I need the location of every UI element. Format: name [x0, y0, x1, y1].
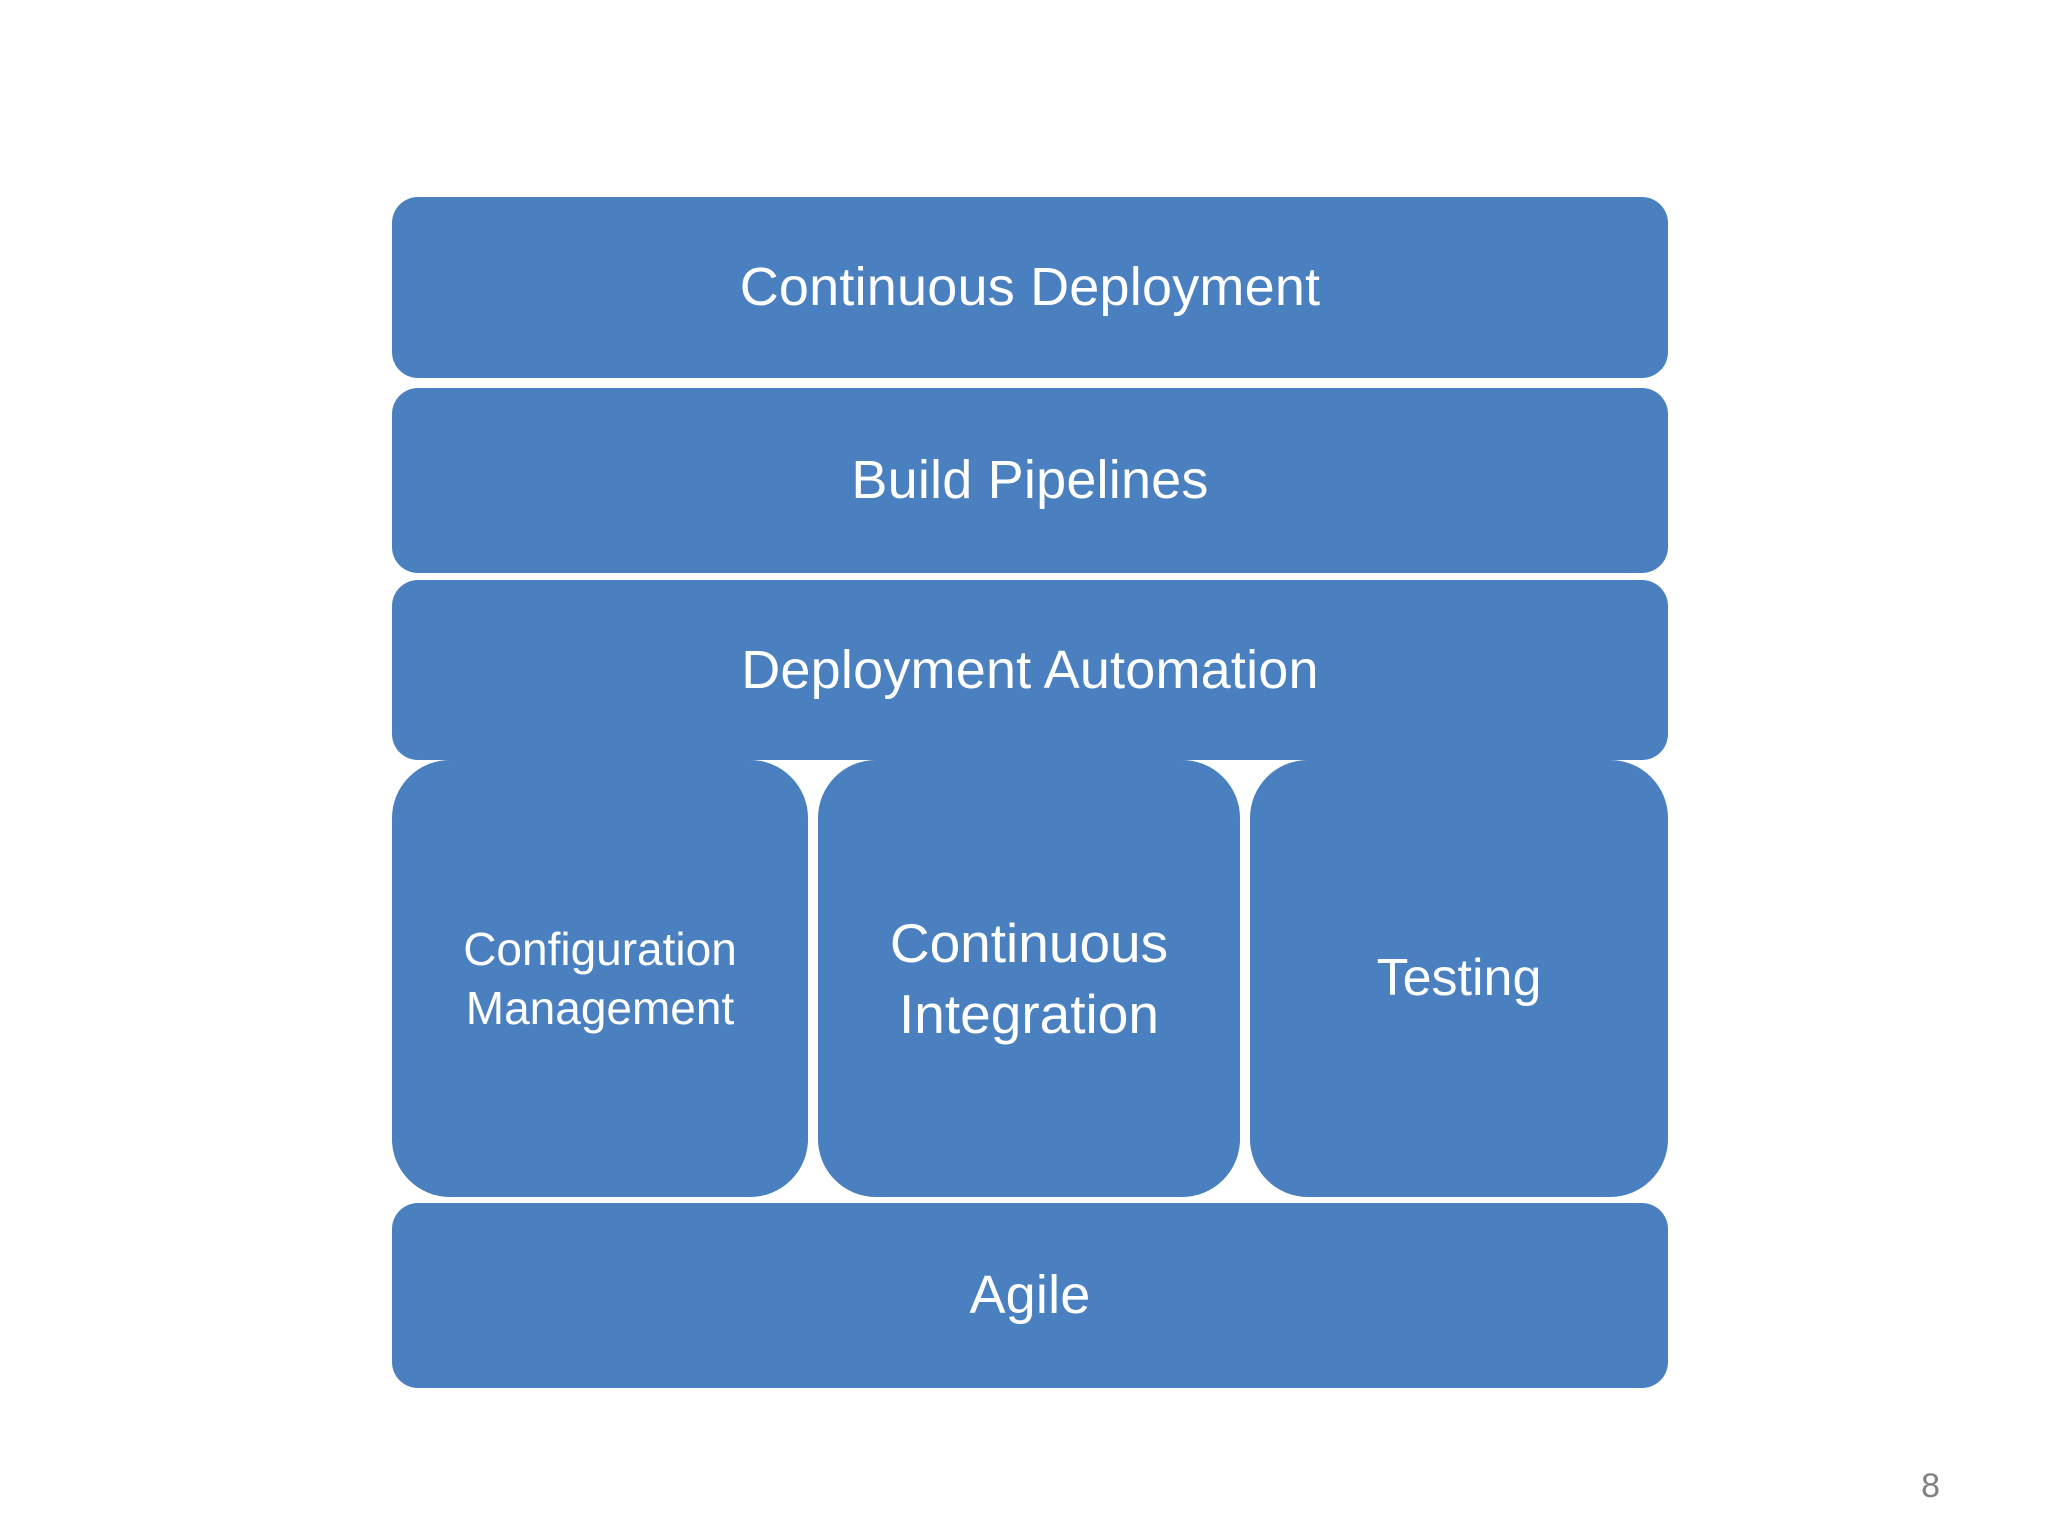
stack-band-label: Agile [969, 1265, 1091, 1326]
stack-band-build-pipelines[interactable]: Build Pipelines [392, 388, 1668, 573]
stack-pillar-label-line1: Testing [1376, 949, 1542, 1008]
page-number: 8 [1921, 1467, 1940, 1505]
stack-band-label: Continuous Deployment [739, 257, 1321, 318]
stack-band-agile[interactable]: Agile [392, 1203, 1668, 1388]
stack-pillar-label: Testing [1377, 945, 1542, 1012]
stack-pillar-continuous-integration[interactable]: Continuous Integration [818, 760, 1240, 1197]
stack-band-label: Build Pipelines [851, 450, 1209, 511]
stack-pillar-label-line1: Continuous [889, 912, 1169, 975]
stack-band-label: Deployment Automation [741, 639, 1319, 700]
stack-pillar-label: Continuous Integration [890, 908, 1168, 1049]
stack-pillar-label-line2: Management [465, 981, 735, 1034]
stack-pillar-row: Configuration Management Continuous Inte… [392, 760, 1668, 1197]
stack-pillar-label-line1: Configuration [463, 922, 737, 975]
stack-pillar-label: Configuration Management [463, 920, 737, 1038]
stack-pillar-configuration-management[interactable]: Configuration Management [392, 760, 808, 1197]
stack-band-continuous-deployment[interactable]: Continuous Deployment [392, 197, 1668, 378]
devops-stack-diagram: Continuous Deployment Build Pipelines De… [392, 197, 1668, 1388]
stack-pillar-label-line2: Integration [899, 982, 1159, 1045]
stack-pillar-testing[interactable]: Testing [1250, 760, 1668, 1197]
stack-band-deployment-automation[interactable]: Deployment Automation [392, 580, 1668, 760]
